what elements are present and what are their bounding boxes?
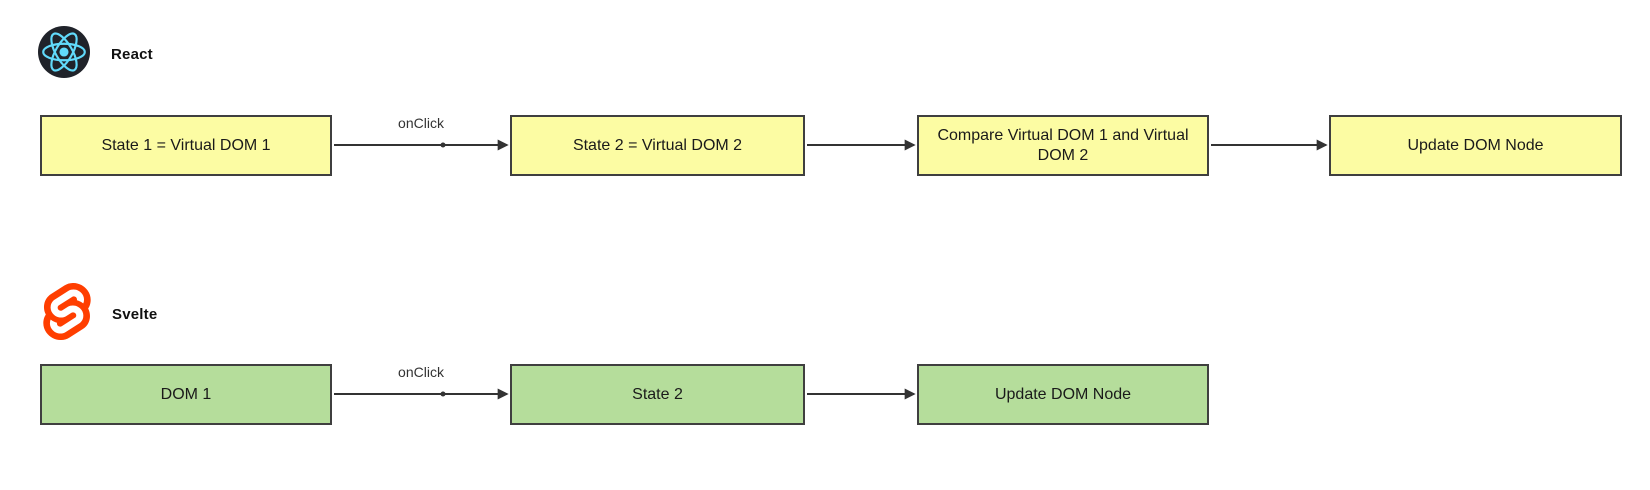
node-svelte-dom1: DOM 1 xyxy=(40,364,332,425)
edge-label-react-onclick: onClick xyxy=(398,115,444,131)
svelte-section-header: Svelte xyxy=(43,282,158,345)
node-react-update-dom: Update DOM Node xyxy=(1329,115,1622,176)
edge-label-svelte-onclick: onClick xyxy=(398,364,444,380)
node-svelte-update-dom: Update DOM Node xyxy=(917,364,1209,425)
svelte-logo-icon xyxy=(43,282,91,345)
node-react-state1-vdom1: State 1 = Virtual DOM 1 xyxy=(40,115,332,176)
react-logo-icon xyxy=(38,26,90,83)
edge-svelte-label-anchor-dot xyxy=(440,391,446,397)
node-svelte-state2: State 2 xyxy=(510,364,805,425)
svelte-section-title: Svelte xyxy=(112,305,158,323)
node-react-state2-vdom2: State 2 = Virtual DOM 2 xyxy=(510,115,805,176)
react-section-header: React xyxy=(38,26,153,83)
edge-react-label-anchor-dot xyxy=(440,142,446,148)
react-section-title: React xyxy=(111,46,153,63)
node-react-compare-vdoms: Compare Virtual DOM 1 and Virtual DOM 2 xyxy=(917,115,1209,176)
